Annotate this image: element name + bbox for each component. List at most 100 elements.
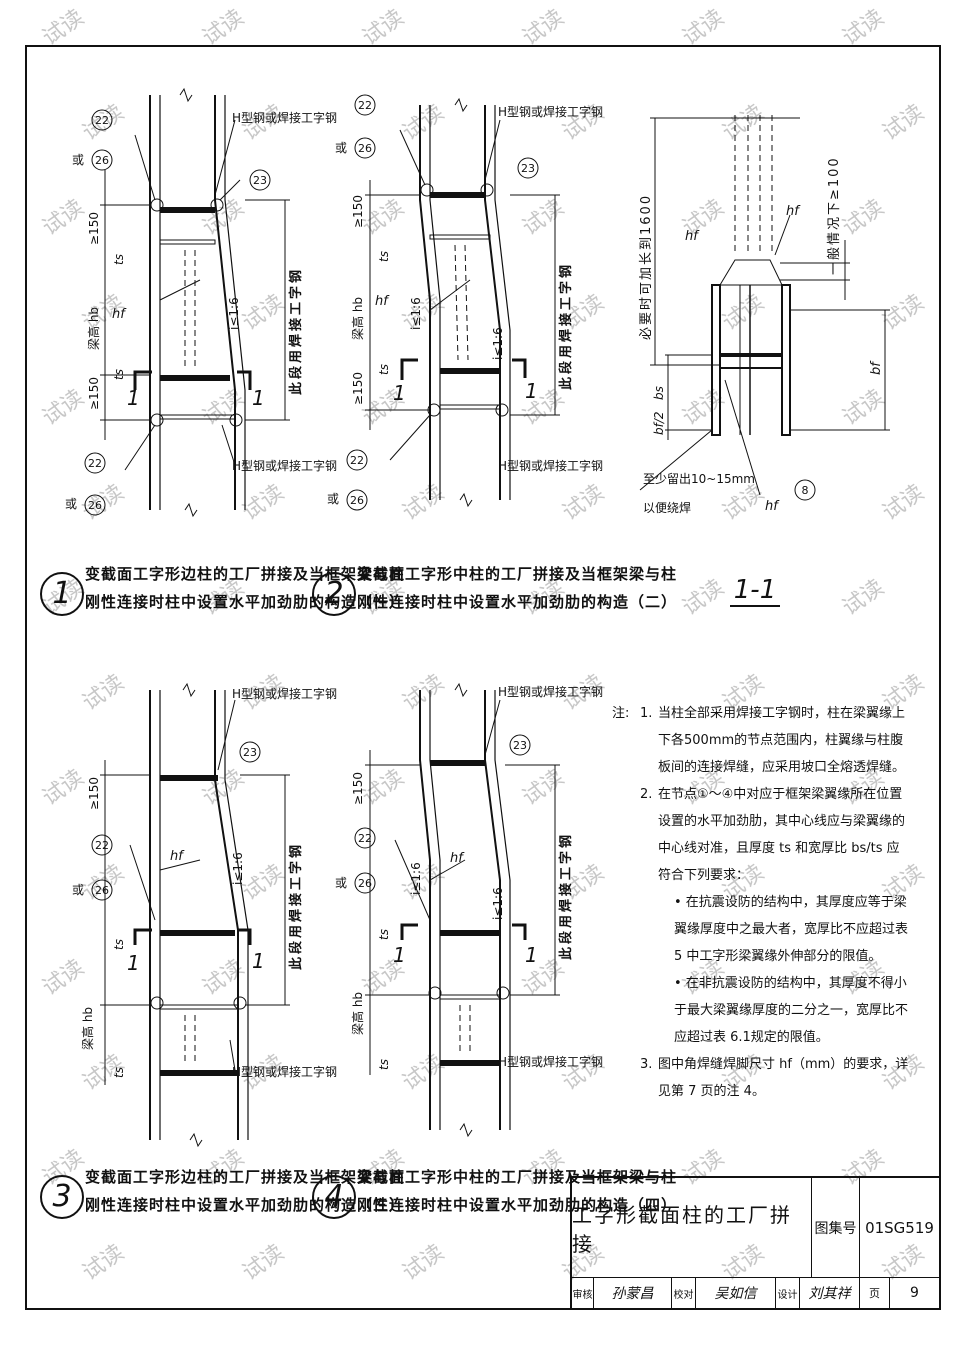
caption-4-line2: 刚性连接时柱中设置水平加劲肋的构造（四） (357, 1196, 678, 1214)
weld-symbol-22: 22 (358, 99, 372, 112)
note-3-index: 3. (640, 1057, 653, 1072)
atlas-number: 01SG519 (860, 1178, 939, 1278)
welded-section-note: 此段用焊接工字钢 (288, 842, 304, 970)
beam-height-label: 梁高 hb (86, 307, 101, 350)
or-label: 或 (335, 876, 347, 890)
or-label: 或 (335, 141, 347, 155)
welded-section-note: 此段用焊接工字钢 (558, 832, 574, 960)
note-2-bullet-2: • 在非抗震设防的结构中，其厚度不得小于最大梁翼缘厚度的二分之一，宽厚比不应超过… (674, 976, 909, 1045)
detail-number-4: 4 (312, 1175, 356, 1219)
beam-height-label: 梁高 hb (80, 1007, 95, 1050)
weld-symbol-23: 23 (253, 174, 267, 187)
slope-label-right: i≤1:6 (491, 887, 505, 920)
or-label-bottom: 或 (327, 492, 339, 506)
weld-symbol-22-bottom: 22 (350, 454, 364, 467)
title-block: 工字形截面柱的工厂拼接 图集号 01SG519 审核 孙蒙昌 校对 吴如信 设计… (570, 1176, 941, 1310)
weld-symbol-26: 26 (95, 154, 109, 167)
weld-symbol-22: 22 (95, 114, 109, 127)
hf-label-3: hf (765, 499, 780, 514)
weld-symbol-8: 8 (802, 484, 809, 497)
section-mark-right: 1 (252, 949, 265, 973)
beam-height-label: 梁高 hb (350, 297, 365, 340)
hf-label: hf (112, 307, 127, 322)
hf-label-2: hf (786, 204, 801, 219)
detail-number-1: 1 (40, 572, 84, 616)
section-mark-left: 1 (127, 386, 140, 410)
dim-top: ≥150 (87, 777, 101, 810)
detail-2-drawing: 22 26 23 22 26 或 或 H型钢或焊接工字钢 H型钢或焊接工字钢 ≥… (327, 94, 603, 511)
review-signature: 孙蒙昌 (594, 1278, 672, 1308)
or-label: 或 (72, 883, 84, 897)
ts-label-2: ts (112, 369, 126, 380)
note-2: 在节点①～④中对应于框架梁翼缘所在位置设置的水平加劲肋，其中心线应与梁翼缘的中心… (658, 787, 906, 883)
hf-label: hf (685, 229, 700, 244)
notes-block: 注: 1. 当柱全部采用焊接工字钢时，柱在梁翼缘上下各500mm的节点范围内，柱… (612, 700, 912, 1105)
dim-bottom: ≥150 (87, 377, 101, 410)
design-label: 设计 (776, 1278, 800, 1308)
bottom-material-note: H型钢或焊接工字钢 (498, 1054, 603, 1069)
top-material-note: H型钢或焊接工字钢 (498, 684, 603, 699)
ts-label-2: ts (377, 1059, 391, 1070)
detail-3-drawing: 22 26 23 或 H型钢或焊接工字钢 H型钢或焊接工字钢 ≥150 梁高 h… (72, 682, 337, 1148)
drawing-sheet (25, 45, 941, 1310)
beam-height-label: 梁高 hb (350, 992, 365, 1035)
detail-1-drawing: 22 26 23 22 26 或 或 H型钢或焊接工字钢 H型钢或焊接工字钢 ≥… (65, 87, 337, 518)
detail-number-3: 3 (40, 1175, 84, 1219)
caption-2: 变截面工字形中柱的工厂拼接及当框架梁与柱 刚性连接时柱中设置水平加劲肋的构造（二… (357, 560, 677, 616)
bottom-material-note: H型钢或焊接工字钢 (232, 458, 337, 473)
slope-label: i≤1:6 (231, 852, 245, 885)
page-label: 页 (860, 1278, 890, 1308)
or-label: 或 (72, 153, 84, 167)
note-2-index: 2. (640, 787, 653, 802)
welded-section-note: 此段用焊接工字钢 (558, 262, 574, 390)
welded-section-note: 此段用焊接工字钢 (288, 267, 304, 395)
slope-label: i≤1:6 (227, 297, 241, 330)
extend-note: 必要时可加长到1600 (639, 194, 654, 340)
section-mark-right: 1 (525, 943, 538, 967)
weld-symbol-22: 22 (358, 832, 372, 845)
hf-label: hf (450, 851, 465, 866)
section-1-1-drawing: 8 必要时可加长到1600 一般情况下≥100 hf hf hf bs bf/2… (639, 115, 890, 607)
weld-symbol-26: 26 (358, 877, 372, 890)
note-1-index: 1. (640, 706, 653, 721)
section-mark-left: 1 (393, 381, 406, 405)
review-label: 审核 (572, 1278, 594, 1308)
weld-symbol-22-bottom: 22 (88, 457, 102, 470)
ts-label: ts (377, 929, 391, 940)
page-number: 9 (910, 1285, 919, 1301)
detail-number-2: 2 (312, 572, 356, 616)
section-title: 1-1 (734, 575, 776, 605)
caption-2-line1: 变截面工字形中柱的工厂拼接及当框架梁与柱 (357, 565, 678, 583)
dim-top: ≥150 (87, 212, 101, 245)
note-2-bullet-1: • 在抗震设防的结构中，其厚度应等于梁翼缘厚度中之最大者，宽厚比不应超过表 5 … (674, 895, 909, 964)
hf-label: hf (170, 849, 185, 864)
bottom-material-note: H型钢或焊接工字钢 (498, 458, 603, 473)
design-signature: 刘其祥 (800, 1278, 860, 1308)
ts-label: ts (112, 254, 126, 265)
weld-symbol-26-bottom: 26 (88, 499, 102, 512)
bf-label: bf (869, 360, 884, 375)
weld-symbol-23: 23 (243, 746, 257, 759)
detail-4-drawing: 22 26 23 或 H型钢或焊接工字钢 H型钢或焊接工字钢 ≥150 梁高 h… (335, 682, 603, 1138)
weld-symbol-26: 26 (95, 884, 109, 897)
slope-label-left: i≤1:6 (409, 297, 423, 330)
weld-symbol-23: 23 (521, 162, 535, 175)
note-3: 图中角焊缝焊脚尺寸 hf（mm）的要求，详见第 7 页的注 4。 (658, 1057, 909, 1099)
ts-label: ts (377, 251, 391, 262)
section-mark-right: 1 (252, 386, 265, 410)
bottom-material-note: H型钢或焊接工字钢 (232, 1064, 337, 1079)
top-material-note: H型钢或焊接工字钢 (232, 110, 337, 125)
atlas-label: 图集号 (812, 1178, 860, 1278)
slope-label-right: i≤1:6 (491, 327, 505, 360)
section-mark-left: 1 (393, 943, 406, 967)
or-label-bottom: 或 (65, 497, 77, 511)
ts-label-2: ts (377, 364, 391, 375)
bf-half-label: bf/2 (652, 411, 666, 435)
weld-symbol-26-bottom: 26 (350, 494, 364, 507)
weld-symbol-22: 22 (95, 839, 109, 852)
note-1: 当柱全部采用焊接工字钢时，柱在梁翼缘上下各500mm的节点范围内，柱翼缘与柱腹板… (658, 706, 906, 775)
caption-4: 变截面工字形中柱的工厂拼接及当框架梁与柱 刚性连接时柱中设置水平加劲肋的构造（四… (357, 1163, 677, 1219)
ts-label: ts (112, 939, 126, 950)
notes-label: 注: (612, 706, 630, 721)
